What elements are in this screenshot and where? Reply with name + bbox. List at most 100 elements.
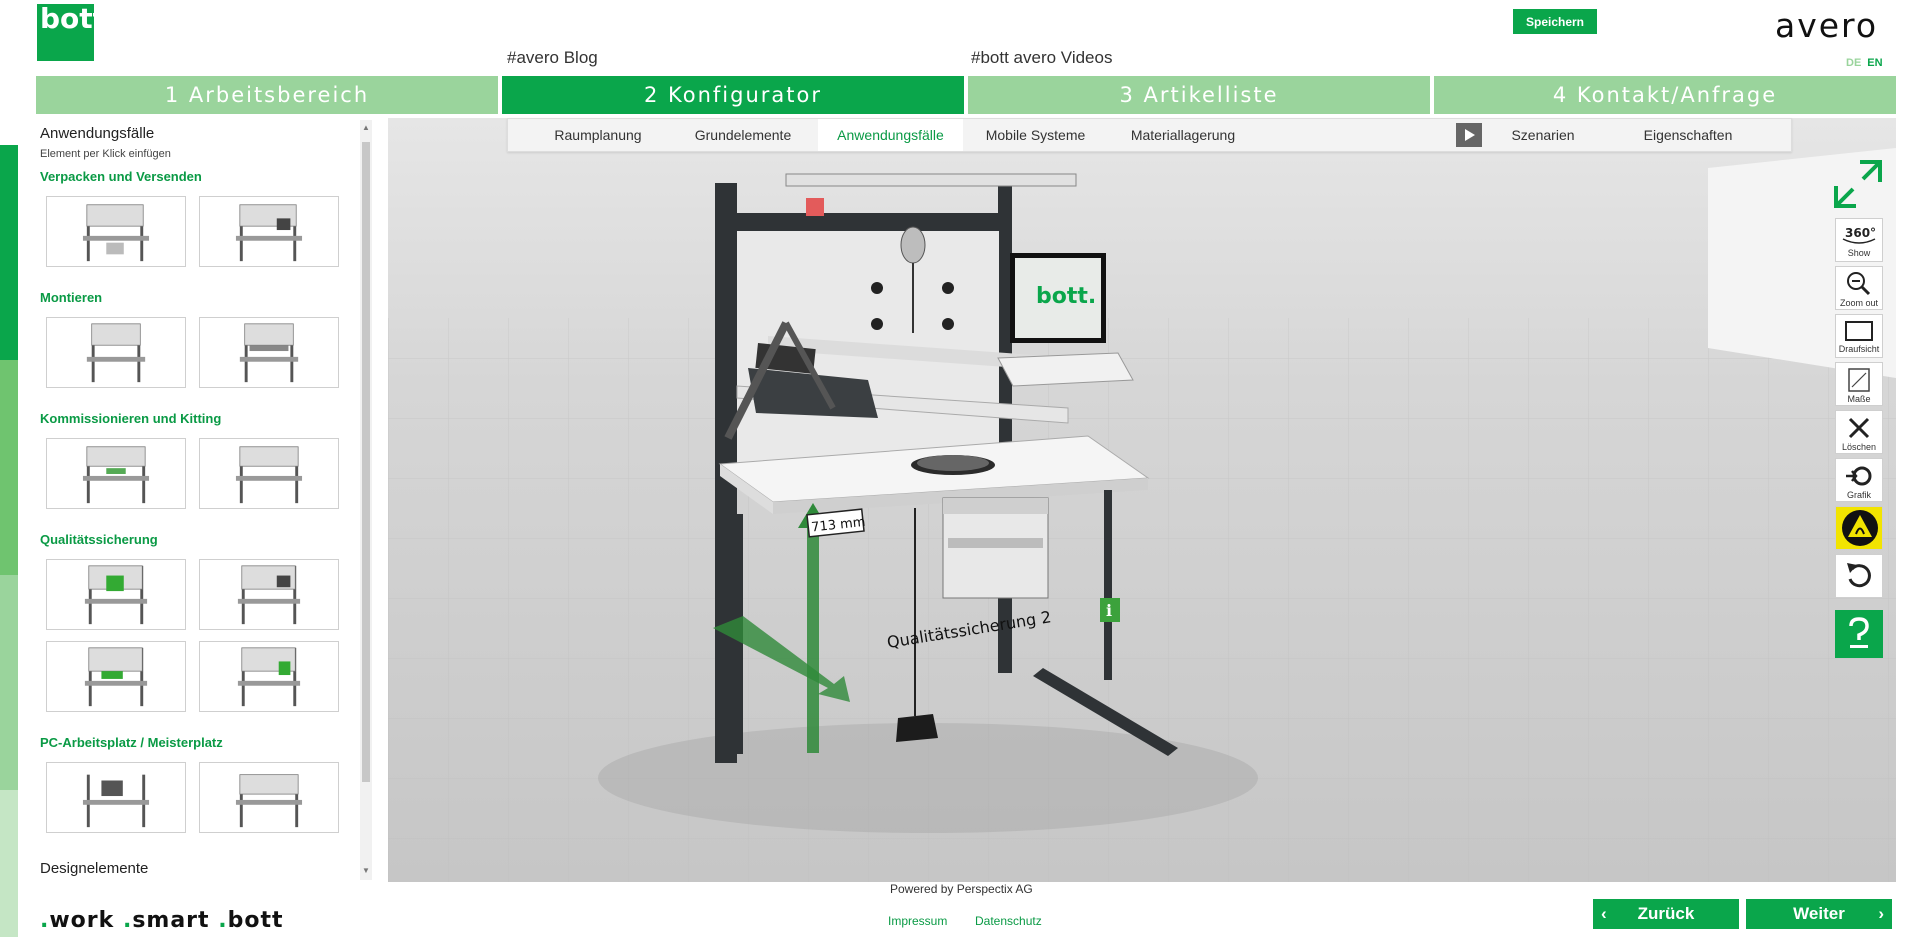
workbench-icon [82, 774, 150, 828]
top-view-icon [1845, 321, 1873, 341]
blog-link[interactable]: #avero Blog [507, 48, 598, 67]
tagline-smart: smart [132, 908, 210, 933]
accent-strip-mid2 [0, 575, 18, 790]
videos-link[interactable]: #bott avero Videos [971, 48, 1113, 67]
usecase-thumbnail[interactable] [199, 196, 339, 267]
workbench-scene[interactable]: bott. [388, 118, 1896, 882]
usecase-thumbnail[interactable] [46, 641, 186, 712]
usecase-thumbnail[interactable] [46, 762, 186, 833]
workbench-icon [86, 323, 146, 383]
step-konfigurator[interactable]: 2 Konfigurator [502, 76, 964, 114]
workbench-icon [235, 774, 303, 828]
workbench-icon [84, 647, 148, 707]
accent-strip-top [0, 145, 18, 360]
chevron-left-icon: ‹ [1601, 904, 1607, 923]
lang-en-link[interactable]: EN [1867, 57, 1883, 69]
scroll-up-icon[interactable]: ▲ [362, 123, 370, 132]
tool-label: Grafik [1846, 490, 1871, 500]
360-icon: 360° [1842, 226, 1876, 244]
esd-icon [1842, 510, 1878, 546]
tagline-bott: bott [227, 908, 284, 933]
next-button[interactable]: Weiter › [1746, 899, 1892, 929]
tool-label: Show [1847, 248, 1871, 258]
category-designelemente[interactable]: Designelemente [40, 860, 149, 877]
category-kommissionieren: Kommissionieren und Kitting [40, 411, 222, 426]
fullscreen-icon[interactable] [1830, 158, 1886, 210]
delete-button[interactable]: Löschen [1835, 410, 1883, 454]
chevron-right-icon: › [1878, 904, 1884, 923]
tab-szenarien[interactable]: Szenarien [1511, 127, 1575, 143]
workbench-icon [239, 323, 299, 383]
back-button[interactable]: ‹ Zurück [1593, 899, 1739, 929]
help-icon [1849, 617, 1869, 648]
tab-eigenschaften[interactable]: Eigenschaften [1643, 127, 1733, 143]
tab-mobile-systeme[interactable]: Mobile Systeme [985, 127, 1086, 143]
help-button[interactable] [1835, 610, 1883, 658]
sidebar: Anwendungsfälle Element per Klick einfüg… [36, 118, 376, 880]
dimensions-button[interactable]: Maße [1835, 362, 1883, 406]
usecase-thumbnail[interactable] [46, 559, 186, 630]
usecase-thumbnail[interactable] [199, 762, 339, 833]
undo-button[interactable] [1835, 554, 1883, 598]
tab-raumplanung[interactable]: Raumplanung [554, 127, 642, 143]
next-label: Weiter [1793, 904, 1845, 923]
3d-viewport[interactable]: bott. [388, 118, 1896, 882]
tab-materiallagerung[interactable]: Materiallagerung [1130, 127, 1236, 143]
accent-strip-mid [0, 360, 18, 575]
workbench-icon [237, 565, 301, 625]
tab-anwendungsfaelle[interactable]: Anwendungsfälle [818, 119, 963, 151]
category-tabs: Raumplanung Grundelemente Anwendungsfäll… [507, 118, 1792, 152]
zoom-out-icon [1847, 272, 1871, 296]
impressum-link[interactable]: Impressum [888, 914, 948, 928]
tab-grundelemente[interactable]: Grundelemente [694, 127, 792, 143]
zoom-out-button[interactable]: Zoom out [1835, 266, 1883, 310]
usecase-thumbnail[interactable] [46, 196, 186, 267]
usecase-thumbnail[interactable] [199, 559, 339, 630]
undo-icon [1847, 563, 1871, 588]
scrollbar-thumb[interactable] [362, 142, 370, 782]
top-view-button[interactable]: Draufsicht [1835, 314, 1883, 358]
bott-logo[interactable]: bott [37, 4, 106, 61]
powered-by-text: Powered by Perspectix AG [890, 882, 1033, 896]
usecase-thumbnail[interactable] [199, 317, 339, 388]
height-measure-label: 713 mm [811, 515, 867, 536]
datenschutz-link[interactable]: Datenschutz [975, 914, 1042, 928]
worksmart-logo: .work .smart .bott [40, 908, 284, 933]
dimensions-icon [1848, 368, 1870, 392]
scroll-down-icon[interactable]: ▼ [362, 866, 370, 875]
step-artikelliste[interactable]: 3 Artikelliste [968, 76, 1430, 114]
lang-de-link[interactable]: DE [1846, 57, 1862, 69]
workbench-icon [82, 446, 150, 504]
play-icon[interactable] [1456, 123, 1482, 147]
step-kontakt[interactable]: 4 Kontakt/Anfrage [1434, 76, 1896, 114]
back-label: Zurück [1637, 904, 1695, 923]
monitor-logo-text: bott. [1036, 284, 1096, 309]
tool-label: Löschen [1841, 442, 1877, 452]
tagline-work: work [49, 908, 115, 933]
sidebar-title: Anwendungsfälle [40, 125, 155, 142]
graphics-button[interactable]: Grafik [1835, 458, 1883, 502]
360-show-button[interactable]: 360° Show [1835, 218, 1883, 262]
esd-button[interactable] [1835, 506, 1883, 550]
language-switch: DE EN [1846, 57, 1889, 69]
step-arbeitsbereich[interactable]: 1 Arbeitsbereich [36, 76, 498, 114]
category-qualitaet: Qualitätssicherung [40, 532, 158, 547]
graphics-settings-icon [1846, 466, 1872, 486]
sidebar-scrollbar[interactable]: ▲ ▼ [360, 120, 372, 880]
info-icon[interactable]: i [1106, 601, 1112, 620]
tool-label: Draufsicht [1838, 344, 1880, 354]
workbench-icon [84, 565, 148, 625]
usecase-thumbnail[interactable] [199, 438, 339, 509]
svg-text:360°: 360° [1845, 226, 1876, 240]
workbench-icon [237, 647, 301, 707]
usecase-thumbnail[interactable] [46, 438, 186, 509]
workbench-icon [82, 204, 150, 262]
save-button[interactable]: Speichern [1513, 9, 1597, 34]
usecase-thumbnail[interactable] [199, 641, 339, 712]
category-pc-arbeitsplatz: PC-Arbeitsplatz / Meisterplatz [40, 735, 223, 750]
usecase-thumbnail[interactable] [46, 317, 186, 388]
avero-logo: avero [1775, 6, 1879, 45]
accent-strip-bottom [0, 790, 18, 937]
category-verpacken: Verpacken und Versenden [40, 169, 202, 184]
